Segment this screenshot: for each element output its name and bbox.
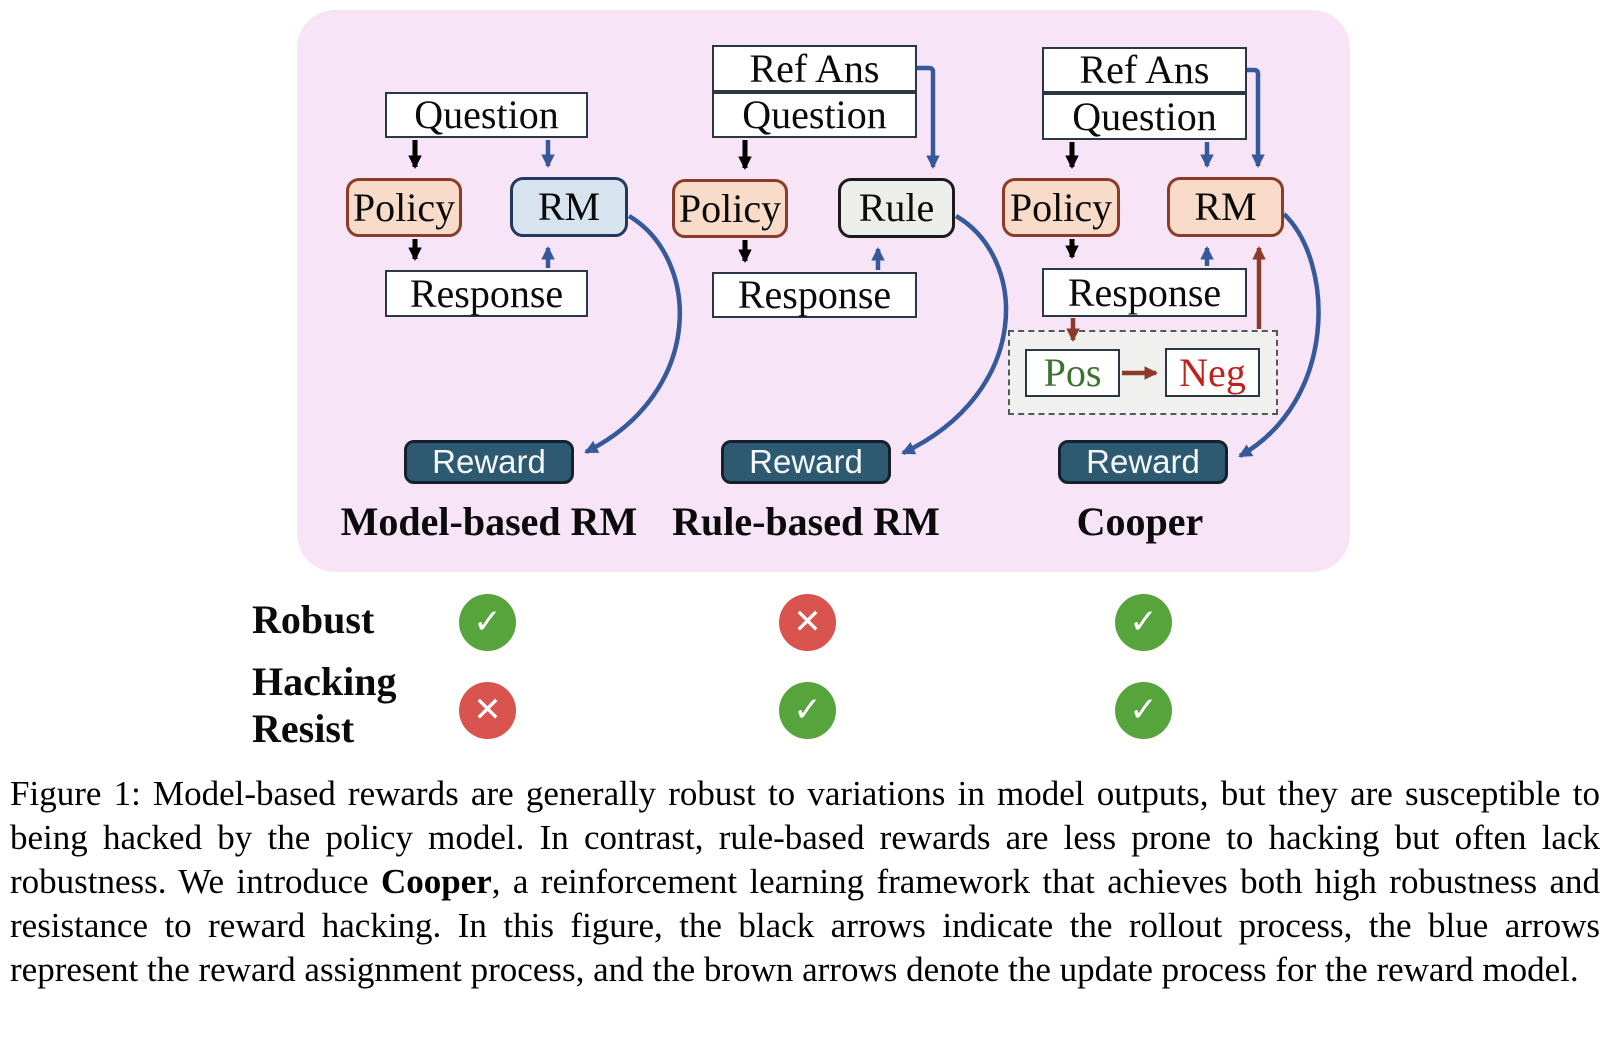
row-label-line: Hacking: [252, 659, 397, 704]
cross-icon: ✕: [459, 682, 516, 739]
reward-box: Reward: [721, 440, 891, 484]
diagram-label-rule-based: Rule-based RM: [672, 499, 940, 544]
policy-box: Policy: [1002, 178, 1120, 237]
caption-text: Figure 1: Model-based rewards are genera…: [10, 774, 1600, 901]
check-icon: ✓: [459, 594, 516, 651]
check-icon: ✓: [1115, 594, 1172, 651]
rm-box: RM: [510, 177, 628, 237]
question-box: Question: [1042, 93, 1247, 140]
question-box: Question: [385, 92, 588, 138]
figure-caption: Figure 1: Model-based rewards are genera…: [10, 772, 1600, 992]
policy-box: Policy: [346, 178, 462, 237]
question-box: Question: [712, 92, 917, 138]
cross-icon: ✕: [779, 594, 836, 651]
ref-ans-box: Ref Ans: [712, 45, 917, 92]
row-label-hacking-resist: Hacking Resist: [252, 658, 396, 752]
reward-box: Reward: [1058, 440, 1228, 484]
response-box: Response: [1042, 268, 1247, 317]
caption-text: , a reinforcement learning framework tha…: [10, 862, 1600, 989]
response-box: Response: [385, 270, 588, 317]
pos-box: Pos: [1025, 349, 1120, 397]
rule-box: Rule: [838, 178, 955, 238]
reward-box: Reward: [404, 440, 574, 484]
check-icon: ✓: [779, 682, 836, 739]
response-box: Response: [712, 272, 917, 318]
rm-box: RM: [1167, 177, 1284, 237]
row-label-robust: Robust: [252, 597, 375, 642]
ref-ans-box: Ref Ans: [1042, 47, 1247, 93]
policy-box: Policy: [672, 179, 788, 238]
row-label-line: Resist: [252, 706, 355, 751]
check-icon: ✓: [1115, 682, 1172, 739]
diagram-label-model-based: Model-based RM: [340, 499, 638, 544]
diagram-label-cooper: Cooper: [1076, 499, 1204, 544]
caption-bold-cooper: Cooper: [380, 862, 492, 901]
neg-box: Neg: [1165, 348, 1260, 397]
